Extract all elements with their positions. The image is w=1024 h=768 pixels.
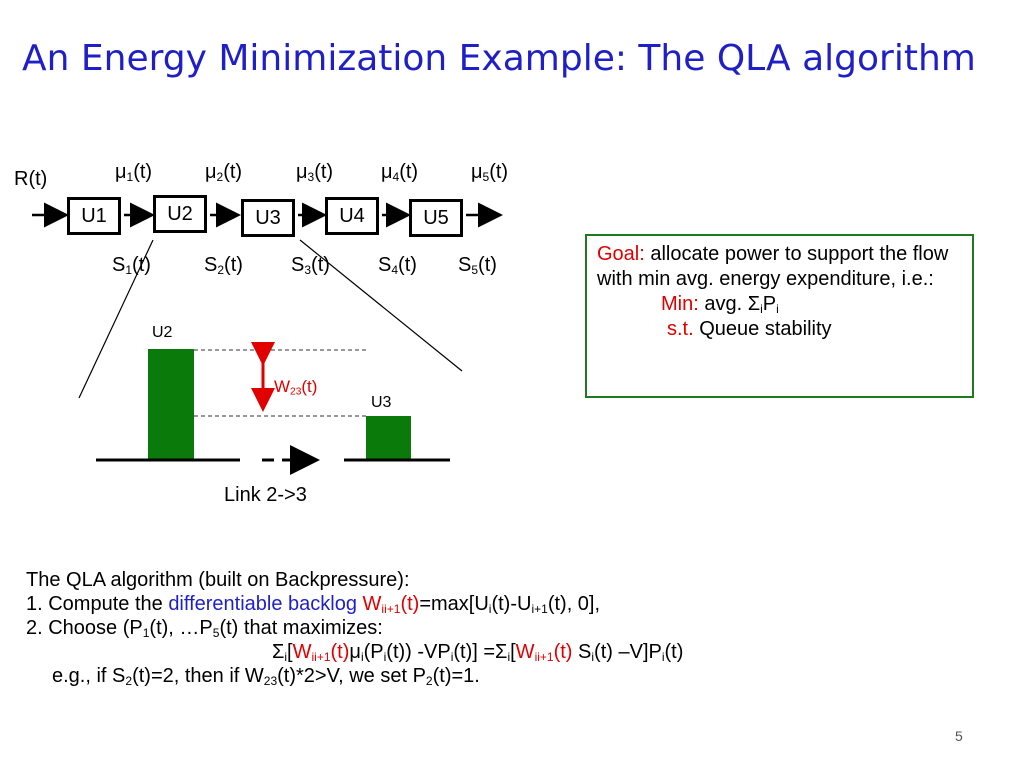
u3-bar-label: U3 (371, 394, 392, 411)
unit-box-u3: U3 (241, 199, 295, 237)
mu-label: μ1(t) (115, 161, 153, 184)
unit-box-u5: U5 (409, 199, 463, 237)
algorithm-example: e.g., if S2(t)=2, then if W23(t)*2>V, we… (52, 665, 480, 688)
algorithm-step-1: 1. Compute the differentiable backlog Wi… (26, 593, 601, 616)
algorithm-heading: The QLA algorithm (built on Backpressure… (26, 569, 410, 591)
input-rate-label: R(t) (14, 168, 48, 190)
algorithm-objective: Σi[Wii+1(t)μi(Pi(t)) -VPi(t)] =Σi[Wii+1(… (272, 641, 684, 664)
page-number: 5 (955, 728, 963, 744)
u2-queue-bar (148, 349, 194, 460)
service-label: S2(t) (204, 254, 243, 277)
constraint-line: s.t. Queue stability (667, 318, 832, 340)
unit-box-u4: U4 (325, 197, 379, 235)
service-label: S5(t) (458, 254, 497, 277)
algorithm-step-2: 2. Choose (P1(t), …P5(t) that maximizes: (26, 617, 383, 640)
algorithm-description: The QLA algorithm (built on Backpressure… (26, 568, 1006, 688)
service-label: S4(t) (378, 254, 417, 277)
goal-box: Goal: allocate power to support the flow… (585, 234, 974, 398)
zoom-line-left (78, 239, 154, 399)
objective-line: Min: avg. ΣiPi (661, 293, 779, 316)
unit-box-u2: U2 (153, 195, 207, 233)
unit-box-u1: U1 (67, 197, 121, 235)
slide-title: An Energy Minimization Example: The QLA … (22, 38, 976, 79)
u3-queue-bar (366, 416, 411, 460)
differential-backlog-label: W23(t) (274, 377, 318, 398)
service-label: S1(t) (112, 254, 151, 277)
link-label: Link 2->3 (224, 484, 307, 506)
zoom-line-right (299, 239, 463, 372)
goal-text: Goal: allocate power to support the flow… (597, 243, 949, 290)
mu-label: μ4(t) (381, 161, 419, 184)
u2-bar-label: U2 (152, 324, 173, 341)
mu-label: μ5(t) (471, 161, 509, 184)
mu-label: μ2(t) (205, 161, 243, 184)
service-label: S3(t) (291, 254, 330, 277)
mu-label: μ3(t) (296, 161, 334, 184)
